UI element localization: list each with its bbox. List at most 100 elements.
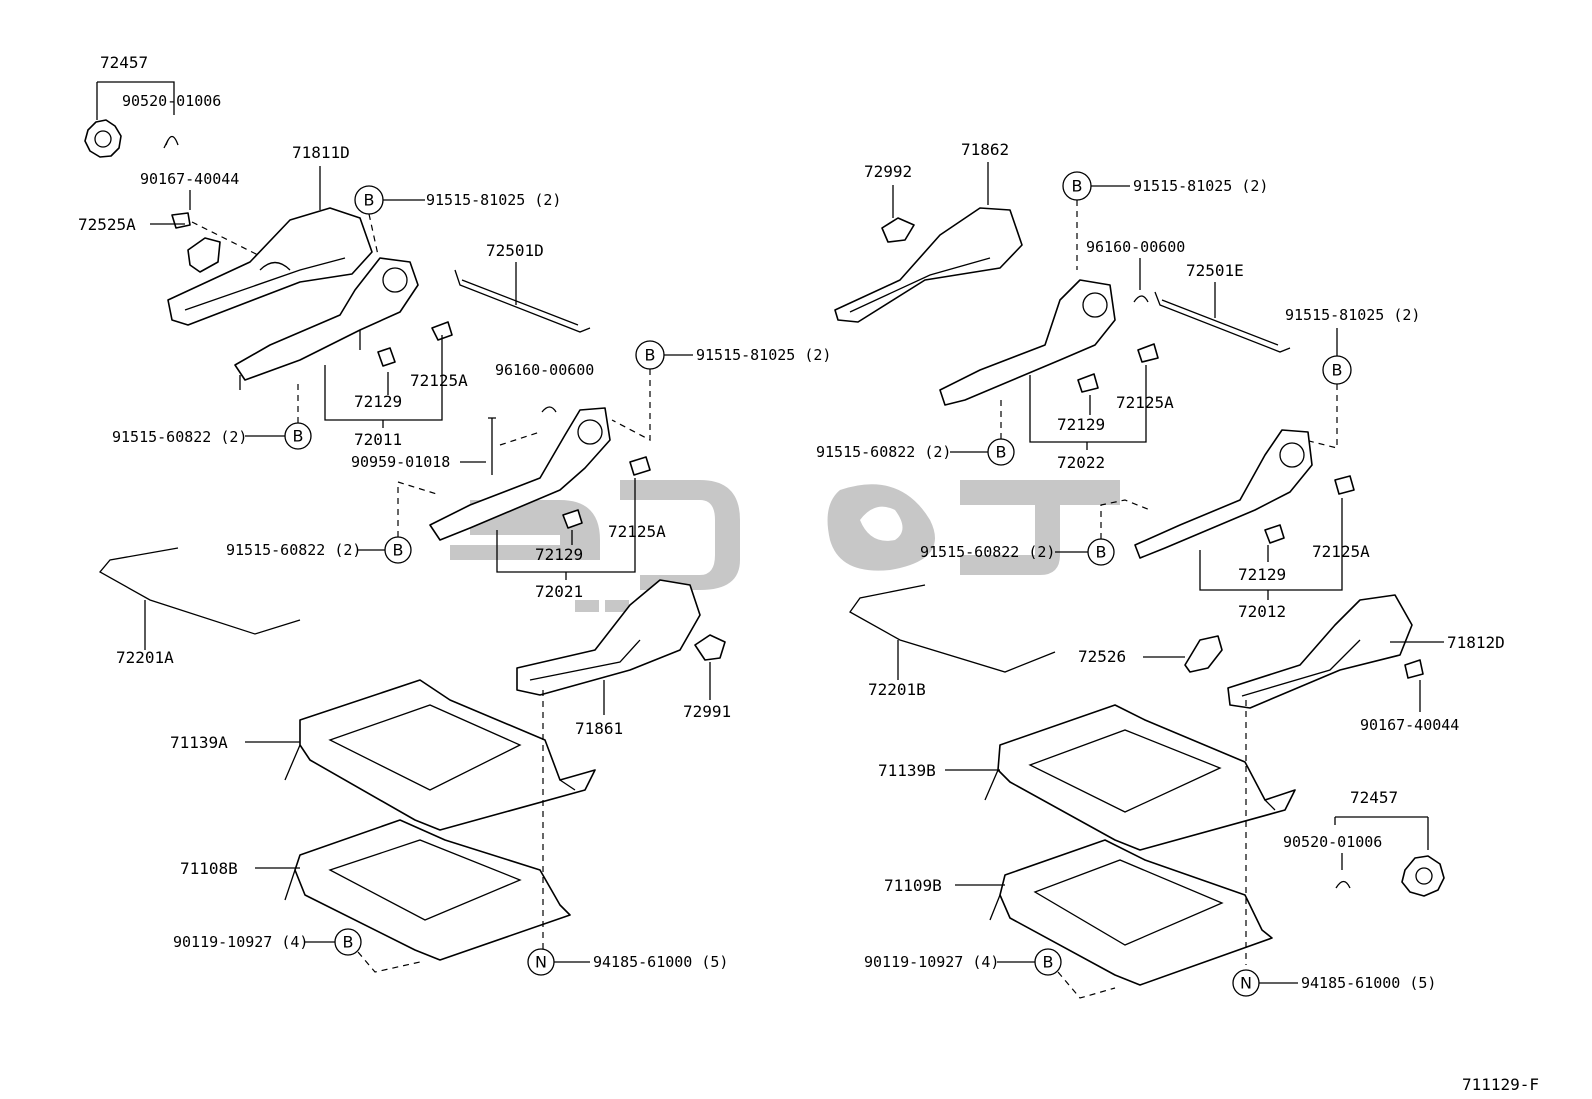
label-slider-left: 72129	[354, 392, 402, 411]
adjuster-outer-left	[234, 257, 419, 381]
clip-mid-right	[1133, 295, 1149, 303]
label-adjuster-inner-right: 72022	[1057, 453, 1105, 472]
label-stop-inner-left: 72125A	[608, 522, 666, 541]
stop-inner-left	[629, 456, 651, 476]
label-frame-bolt-left: 90119-10927 (4)	[173, 933, 308, 951]
svg-text:B: B	[293, 427, 304, 446]
slider-outer-right	[1264, 524, 1285, 544]
ref-bolt-right-4: B	[1087, 538, 1115, 566]
label-bolt-inner-right: 91515-60822 (2)	[920, 543, 1055, 561]
svg-text:B: B	[1096, 543, 1107, 562]
label-slider-outer-right: 72129	[1238, 565, 1286, 584]
wire-left	[98, 547, 301, 635]
label-bolt-upper-right: 91515-81025 (2)	[1133, 177, 1268, 195]
ref-bolt-right-5: B	[1034, 948, 1062, 976]
label-rod-left: 72501D	[486, 241, 544, 260]
label-inner-clip-left: 72991	[683, 702, 731, 721]
svg-text:B: B	[364, 191, 375, 210]
label-clip-mid-right: 96160-00600	[1086, 238, 1185, 256]
slider-right	[1077, 373, 1099, 393]
ref-bolt-left-2: B	[284, 422, 312, 450]
clip-right	[881, 217, 915, 243]
knob-left	[84, 119, 122, 158]
cover-clip-right	[1184, 635, 1223, 673]
label-knob-right: 72457	[1350, 788, 1398, 807]
rod-right	[1154, 291, 1291, 353]
ref-bolt-left-3: B	[635, 340, 665, 370]
screw-left	[171, 212, 191, 229]
label-clip-cover-left: 72525A	[78, 215, 136, 234]
clip-left	[163, 135, 179, 149]
label-cover-clip-right: 72526	[1078, 647, 1126, 666]
label-stop-right: 72125A	[1116, 393, 1174, 412]
stop-left	[431, 321, 453, 341]
label-bolt-mid-left: 91515-81025 (2)	[696, 346, 831, 364]
label-frame-upper-right: 71139B	[878, 761, 936, 780]
label-pin-left: 90959-01018	[351, 453, 450, 471]
label-clip-mid-left: 96160-00600	[495, 361, 594, 379]
adjuster-inner-right	[939, 279, 1116, 406]
cover-left	[167, 207, 373, 326]
label-cover-left: 71811D	[292, 143, 350, 162]
ref-nut-left: N	[527, 948, 555, 976]
label-knob-left: 72457	[100, 53, 148, 72]
label-stop-left: 72125A	[410, 371, 468, 390]
knob-right	[1401, 855, 1445, 897]
svg-text:B: B	[996, 443, 1007, 462]
wire-right	[849, 584, 1056, 673]
label-clip-left: 90520-01006	[122, 92, 221, 110]
svg-text:B: B	[1332, 361, 1343, 380]
label-outer-cover-right: 71812D	[1447, 633, 1505, 652]
label-inner-cover-left: 71861	[575, 719, 623, 738]
ref-bolt-left-1: B	[354, 185, 384, 215]
slider-inner-left	[562, 509, 583, 529]
screw-right	[1404, 659, 1424, 679]
stop-outer-right	[1334, 475, 1355, 495]
adjuster-outer-right	[1134, 429, 1313, 559]
knob-clip-right	[1335, 880, 1351, 889]
adjuster-inner-left	[429, 407, 611, 541]
svg-text:B: B	[343, 933, 354, 952]
label-adjuster-outer-left: 72011	[354, 430, 402, 449]
inner-clip-left	[694, 634, 726, 661]
label-slider-right: 72129	[1057, 415, 1105, 434]
stop-right	[1137, 343, 1159, 363]
clip-cover-left	[187, 237, 221, 273]
pin-left	[488, 417, 496, 475]
slider-left	[377, 347, 396, 367]
ref-bolt-left-4: B	[384, 536, 412, 564]
label-frame-lower-right: 71109B	[884, 876, 942, 895]
label-cover-right: 71862	[961, 140, 1009, 159]
diagram-code: 711129-F	[1462, 1075, 1539, 1094]
label-stop-outer-right: 72125A	[1312, 542, 1370, 561]
svg-text:B: B	[645, 346, 656, 365]
frame-upper-right	[997, 704, 1296, 851]
cover-right	[834, 207, 1023, 323]
svg-text:N: N	[535, 953, 547, 972]
label-slider-inner-left: 72129	[535, 545, 583, 564]
label-frame-lower-left: 71108B	[180, 859, 238, 878]
label-rod-right: 72501E	[1186, 261, 1244, 280]
label-bolt-side-right: 91515-81025 (2)	[1285, 306, 1420, 324]
ref-bolt-left-5: B	[334, 928, 362, 956]
ref-bolt-right-3: B	[987, 438, 1015, 466]
frame-upper-left	[299, 679, 596, 831]
outer-cover-right	[1227, 594, 1413, 709]
label-bolt-upper-left: 91515-81025 (2)	[426, 191, 561, 209]
svg-text:B: B	[1072, 177, 1083, 196]
ref-bolt-right-1: B	[1062, 171, 1092, 201]
label-wire-right: 72201B	[868, 680, 926, 699]
label-knob-clip-right: 90520-01006	[1283, 833, 1382, 851]
label-nut-left: 94185-61000 (5)	[593, 953, 728, 971]
svg-text:B: B	[1043, 953, 1054, 972]
label-screw-right: 90167-40044	[1360, 716, 1459, 734]
label-bolt-lower-right: 91515-60822 (2)	[816, 443, 951, 461]
label-adjuster-inner-left: 72021	[535, 582, 583, 601]
label-bolt-lower-left: 91515-60822 (2)	[112, 428, 247, 446]
ref-bolt-right-2: B	[1322, 355, 1352, 385]
label-bolt-inner-left: 91515-60822 (2)	[226, 541, 361, 559]
label-wire-left: 72201A	[116, 648, 174, 667]
label-frame-upper-left: 71139A	[170, 733, 228, 752]
frame-lower-left	[294, 819, 571, 961]
